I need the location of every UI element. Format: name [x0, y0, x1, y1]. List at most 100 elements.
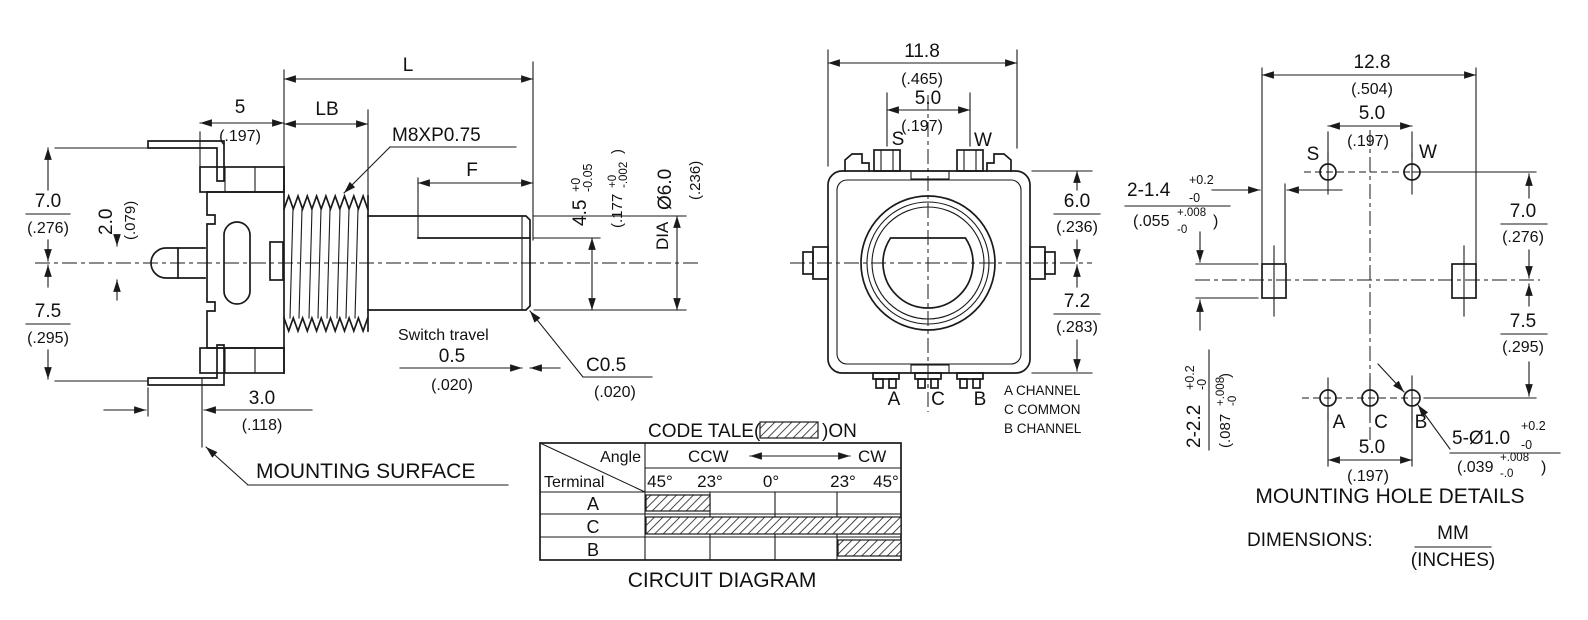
dim-dia-6-0-in: (.236)	[687, 161, 704, 200]
chamfer-label: C0.5	[586, 355, 626, 376]
mounting-view: 12.8 (.504) 5.0 (.197) S W 2-1.4 +0.2 -0…	[1124, 52, 1561, 571]
holes-callout-in-close: )	[1541, 459, 1546, 476]
angle-tick-2: 0°	[763, 472, 779, 491]
dim-0-5: 0.5	[439, 346, 465, 367]
d-shaft-circle	[882, 237, 974, 309]
dim-slot-h-in-close: )	[1217, 373, 1234, 378]
dim-4-5-in-sup: +0	[607, 175, 619, 188]
dim-0-5-in: (.020)	[431, 377, 473, 394]
dim-L: L	[403, 55, 414, 76]
dim-5-0-bottom-in: (.197)	[1347, 468, 1389, 485]
label-terminal-b: B	[974, 389, 987, 410]
dim-3-0-in: (.118)	[242, 417, 283, 434]
front-view: 11.8 (.465) 5.0 (.197) S W 6.0 (.236) 7.…	[790, 41, 1101, 436]
dim-slot-w-in-sub: -0	[1177, 224, 1187, 236]
channel-a-label: A CHANNEL	[1004, 383, 1081, 398]
dim-5-0-in: (.197)	[901, 118, 943, 135]
dim-6-0-in: (.236)	[1056, 219, 1098, 236]
dim-slot-h-in-sup: +.008	[1215, 377, 1227, 406]
label-terminal-c: C	[931, 389, 945, 410]
dim-7-0: 7.0	[35, 191, 61, 212]
label-hole-a: A	[1333, 412, 1346, 433]
dim-2-0-in: (.079)	[122, 201, 139, 240]
channel-b-label: B CHANNEL	[1004, 421, 1082, 436]
code-table-title-suffix: )ON	[822, 421, 857, 442]
header-terminal: Terminal	[544, 474, 604, 491]
angle-tick-4: 45°	[873, 472, 899, 491]
dim-m-7-0: 7.0	[1510, 201, 1536, 222]
dim-slot-w-in-sup: +.008	[1177, 207, 1206, 219]
angle-tick-0: 45°	[647, 472, 673, 491]
dim-slot-h-in-sub: -0	[1227, 396, 1239, 406]
dimensions-label: DIMENSIONS:	[1247, 530, 1373, 551]
dimensions-legend: DIMENSIONS: MM (INCHES)	[1247, 523, 1495, 571]
dim-F: F	[466, 160, 478, 181]
dim-11-8: 11.8	[904, 41, 940, 62]
dim-slot-h-in: (.087	[1217, 414, 1234, 448]
mounting-holes	[1261, 151, 1537, 421]
dim-5-0-top: 5.0	[1359, 103, 1385, 124]
dim-slot-h: 2-2.2	[1184, 405, 1205, 448]
dim-4-5-sup: +0	[569, 178, 583, 192]
legend-hatch-swatch	[759, 421, 819, 439]
dim-slot-w-in-close: )	[1213, 213, 1218, 230]
threaded-bushing	[282, 193, 369, 334]
dim-4-5: 4.5	[570, 200, 591, 226]
tab-s	[873, 149, 901, 172]
label-hole-s: S	[1307, 144, 1320, 165]
dim-dia-6-0: Ø6.0	[655, 169, 676, 210]
dim-m-7-0-in: (.276)	[1502, 229, 1544, 246]
units-inches: (INCHES)	[1411, 550, 1495, 571]
holes-callout-in-sup: +.008	[1500, 452, 1529, 464]
shaft	[367, 215, 531, 311]
side-view-dimensions: L LB F 5 (.197) M8XP0.75 7.0 (.276) 7.5 …	[25, 55, 704, 486]
dim-slot-h-sub: -0	[1195, 379, 1209, 390]
holes-callout-in-sub: -.0	[1500, 468, 1513, 480]
dim-slot-w-sup: +0.2	[1189, 173, 1214, 187]
dia-word: DIA	[653, 221, 672, 250]
dim-6-0: 6.0	[1064, 191, 1090, 212]
holes-callout: 5-Ø1.0	[1452, 428, 1510, 449]
dim-5-0-bottom: 5.0	[1359, 437, 1385, 458]
holes-callout-in: (.039	[1457, 459, 1494, 476]
table-frame	[539, 442, 902, 561]
dim-7-2: 7.2	[1064, 291, 1090, 312]
header-ccw: CCW	[688, 447, 729, 466]
dim-5-0: 5.0	[915, 88, 941, 109]
chamfer-in: (.020)	[594, 384, 636, 401]
row-label-c: C	[587, 517, 600, 537]
dim-7-5-in: (.295)	[27, 330, 69, 347]
dim-slot-w-in: (.055	[1133, 213, 1170, 230]
dim-2-0: 2.0	[96, 209, 117, 235]
dim-12-8-in: (.504)	[1351, 81, 1393, 98]
terminals-front	[872, 372, 984, 389]
side-view: L LB F 5 (.197) M8XP0.75 7.0 (.276) 7.5 …	[25, 55, 704, 486]
dim-LB: LB	[315, 99, 338, 120]
encoder-body-side	[147, 140, 285, 386]
dim-7-5: 7.5	[35, 301, 61, 322]
angle-tick-3: 23°	[830, 472, 856, 491]
label-w: W	[974, 130, 992, 151]
dim-12-8: 12.8	[1354, 52, 1391, 73]
circuit-table: CODE TALE( )ON Angle Terminal CCW CW 45°…	[539, 421, 902, 592]
header-angle: Angle	[600, 449, 641, 466]
on-segment-b	[837, 539, 902, 557]
front-view-dimensions: 11.8 (.465) 5.0 (.197) S W 6.0 (.236) 7.…	[827, 41, 1101, 436]
code-table-title-prefix: CODE TALE(	[648, 421, 761, 442]
label-hole-w: W	[1419, 142, 1437, 163]
dim-7-2-in: (.283)	[1056, 319, 1098, 336]
circuit-diagram-caption: CIRCUIT DIAGRAM	[628, 569, 817, 592]
label-hole-b: B	[1415, 412, 1428, 433]
dim-7-0-in: (.276)	[27, 220, 69, 237]
switch-travel-label: Switch travel	[398, 327, 489, 344]
dim-4-5-in: (.177	[609, 194, 626, 228]
header-cw: CW	[858, 447, 886, 466]
dim-4-5-in-close: )	[609, 149, 626, 154]
dim-5-in: (.197)	[219, 128, 261, 145]
dim-5-0-top-in: (.197)	[1347, 133, 1389, 150]
dim-slot-h-sup: +0.2	[1183, 365, 1197, 390]
encoder-body-front	[802, 149, 1056, 389]
dim-4-5-in-sub: -.002	[618, 162, 630, 188]
mounting-view-dimensions: 12.8 (.504) 5.0 (.197) S W 2-1.4 +0.2 -0…	[1124, 52, 1561, 485]
